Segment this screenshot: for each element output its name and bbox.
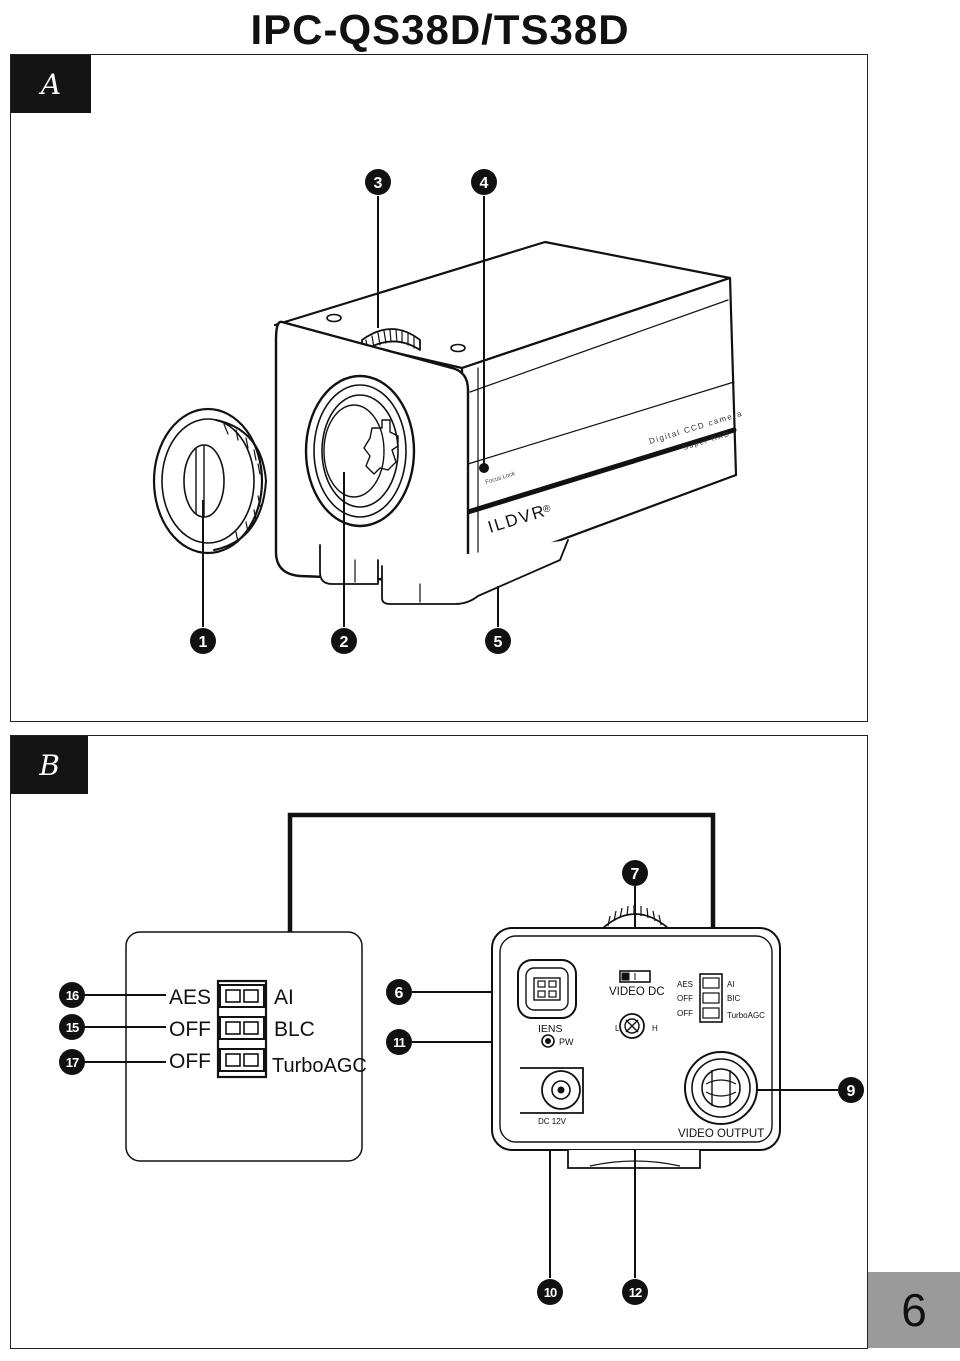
- level-l-label: L: [615, 1024, 620, 1033]
- video-dc-label: VIDEO DC: [609, 986, 665, 998]
- leader-lines-rear: [412, 886, 838, 1278]
- dc-label: DC 12V: [538, 1117, 567, 1126]
- svg-text:3: 3: [374, 175, 383, 192]
- callout-11: 11: [386, 1029, 412, 1055]
- mini-right-label-1: AI: [727, 980, 735, 989]
- svg-text:2: 2: [340, 634, 349, 651]
- leader-lines-switch: [84, 994, 166, 1063]
- svg-text:9: 9: [847, 1083, 856, 1100]
- section-a-frame: [10, 54, 868, 722]
- svg-text:17: 17: [66, 1055, 79, 1070]
- svg-text:7: 7: [631, 866, 640, 883]
- svg-text:12: 12: [629, 1285, 642, 1300]
- mini-left-label-1: AES: [677, 980, 693, 989]
- brand-mark: ®: [543, 504, 551, 515]
- switch-left-label-3: OFF: [169, 1050, 211, 1073]
- page-title: IPC-QS38D/TS38D: [250, 6, 630, 53]
- svg-text:11: 11: [393, 1035, 406, 1050]
- callout-7: 7: [622, 860, 648, 886]
- callout-6: 6: [386, 979, 412, 1005]
- svg-text:4: 4: [480, 175, 489, 192]
- camera-illustration: [152, 240, 738, 605]
- callout-15: 15: [59, 1014, 85, 1040]
- svg-text:16: 16: [66, 988, 79, 1003]
- leader-lines-a: [202, 196, 499, 627]
- switch-left-label-2: OFF: [169, 1018, 211, 1041]
- dip-switch-2: [219, 1016, 265, 1040]
- callout-2: 2: [331, 628, 357, 654]
- switch-left-label-1: AES: [169, 986, 211, 1009]
- switch-right-label-1: AI: [274, 986, 294, 1009]
- switch-right-label-2: BLC: [274, 1018, 315, 1041]
- callout-3: 3: [365, 169, 391, 195]
- callout-9: 9: [838, 1077, 864, 1103]
- callout-1: 1: [190, 628, 216, 654]
- callout-17: 17: [59, 1049, 85, 1075]
- dip-switch-3: [219, 1048, 265, 1072]
- section-b-frame: [10, 735, 868, 1349]
- level-h-label: H: [652, 1024, 658, 1033]
- svg-text:10: 10: [544, 1285, 557, 1300]
- lens-label: IENS: [538, 1023, 563, 1035]
- svg-text:5: 5: [494, 634, 503, 651]
- pw-label: PW: [559, 1037, 574, 1047]
- switch-right-label-3: TurboAGC: [272, 1055, 367, 1077]
- section-b-tab: B: [11, 736, 88, 794]
- mini-left-label-2: OFF: [677, 994, 693, 1003]
- dip-switch-1: [219, 984, 265, 1008]
- mini-right-label-2: BIC: [727, 994, 741, 1003]
- section-a-tab: A: [11, 55, 91, 113]
- page-number: 6: [868, 1272, 960, 1348]
- svg-text:1: 1: [199, 634, 208, 651]
- callout-16: 16: [59, 982, 85, 1008]
- callout-5: 5: [485, 628, 511, 654]
- callout-4: 4: [471, 169, 497, 195]
- mini-left-label-3: OFF: [677, 1009, 693, 1018]
- svg-text:15: 15: [66, 1020, 79, 1035]
- callout-10: 10: [537, 1279, 563, 1305]
- svg-text:6: 6: [395, 985, 404, 1002]
- connector-line: [287, 812, 716, 940]
- video-output-label: VIDEO OUTPUT: [678, 1128, 764, 1140]
- rear-panel: [491, 905, 781, 1169]
- callout-12: 12: [622, 1279, 648, 1305]
- mini-right-label-3: TurboAGC: [727, 1011, 765, 1020]
